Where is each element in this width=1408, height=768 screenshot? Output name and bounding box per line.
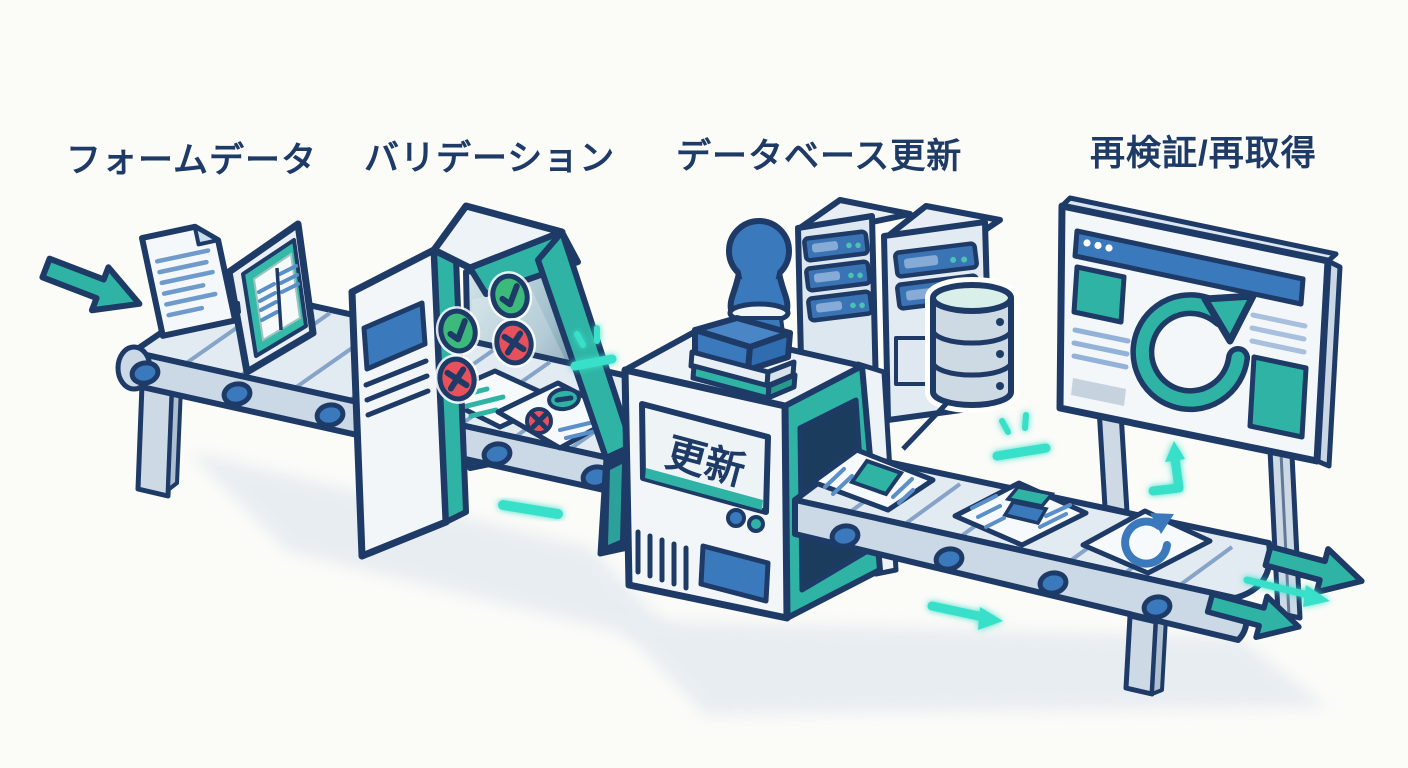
belt2-leg-side [1150,616,1168,696]
browser-billboard [1056,195,1343,621]
refresh-icon-large [1130,292,1257,413]
belt1-leg-side [166,385,183,492]
tablet-form-lines [257,264,300,322]
refresh-icon-card [1121,513,1174,568]
sparkle-icon [570,325,617,371]
revalidate-up-arrow-icon [1148,441,1185,496]
stage-labels: フォームデータ バリデーション データベース更新 再検証/再取得 [66,134,1317,180]
output-arrows [1205,534,1368,647]
browser-text-lines-right [1249,312,1308,355]
refresh-card [1080,508,1213,576]
browser-title-bar [1072,228,1306,307]
label-revalidation: 再検証/再取得 [1090,134,1317,173]
card-blue-block [1002,500,1049,526]
machine-drawer [698,543,771,604]
machine-vents [635,529,689,591]
update-panel-stripe [645,468,763,510]
document-text-lines [154,248,218,318]
card-teal-block [1004,485,1056,508]
stamp-base-side [745,330,793,373]
label-validation: バリデーション [364,138,615,178]
database-icon [901,277,1019,451]
browser-text-lines-left [1071,327,1131,370]
database-connector-line [901,401,949,451]
x-badge-icon [491,318,537,368]
machine-indicator-blue [726,508,746,528]
belt2-rollers [829,523,1173,620]
sparkle-icon [992,412,1051,461]
update-stamp-machine: 更新 [621,218,899,622]
x-badge-icon [434,354,480,404]
check-badge-icon [435,306,481,356]
tablet-form-divider [275,267,283,331]
card-lines [823,467,915,505]
belt1-rollers [129,360,612,490]
tablet-icon [225,220,317,376]
validation-badges [434,271,537,404]
gate-right-leg-stripe [608,464,622,545]
check-badge-icon [487,271,533,321]
browser-side-block [1247,354,1309,440]
label-database-update: データベース更新 [676,136,962,176]
stamp-icon [688,218,798,401]
browser-window-dots [1083,239,1113,252]
invalid-badge-icon [525,407,553,435]
card-image-block [848,458,905,497]
motion-dash-icon [498,500,563,519]
browser-gray-block [1071,378,1126,406]
machine-indicator-teal [747,515,765,533]
label-form-data: フォームデータ [66,140,317,180]
output-glow-arrow-icon [1243,576,1330,607]
gate-status-screen [361,300,428,372]
card-lines [970,494,1072,529]
pending-badge-icon [547,386,581,412]
browser-hero-block [1071,264,1127,325]
updated-record-card [810,447,936,513]
shadow-left [190,452,688,648]
gate-pillar-vents [363,358,431,418]
tablet-home-button [236,301,241,314]
form-document-icon [139,223,239,339]
updated-layout-card [952,480,1089,548]
belt2-motion-arrow-icon [927,601,1003,630]
